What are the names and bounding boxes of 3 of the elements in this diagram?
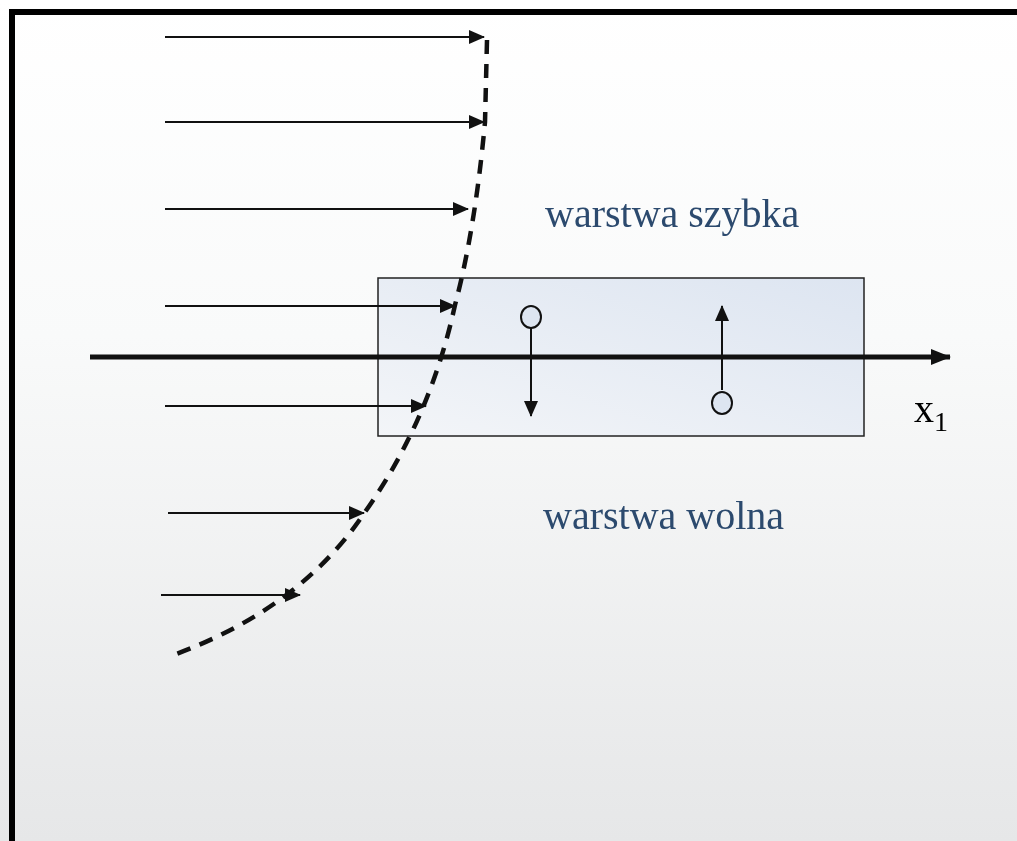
layer-label: warstwa wolna [543,492,785,539]
layer-label: warstwa szybka [545,190,800,237]
axis-label: x$_{1}$ [914,385,948,438]
